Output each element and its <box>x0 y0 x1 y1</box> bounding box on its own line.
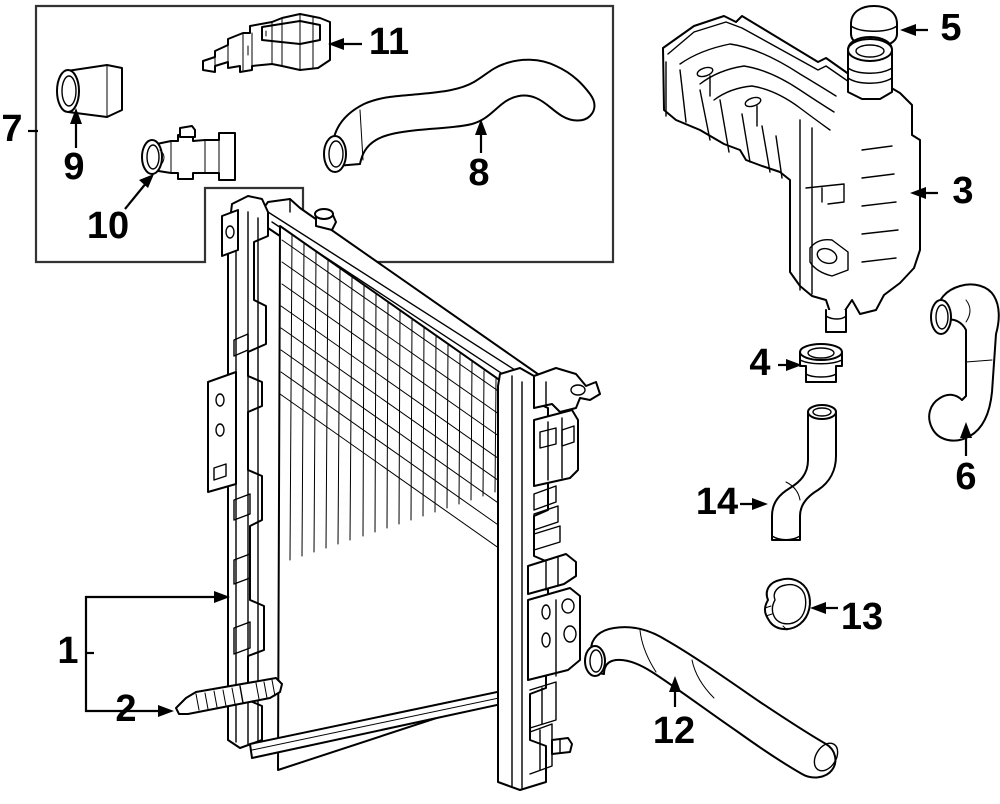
part-11-temperature-sensor <box>202 13 331 73</box>
part-2-drain-plug <box>175 677 283 715</box>
part-6-outlet-hose <box>928 283 1000 442</box>
leader-1 <box>84 591 230 713</box>
callout-label-6: 6 <box>955 456 976 498</box>
radiator-core-grid <box>277 225 529 771</box>
part-10-connector-fitting <box>141 125 236 181</box>
part-14-inlet-hose <box>771 404 837 541</box>
callout-label-8: 8 <box>468 152 489 194</box>
callout-label-9: 9 <box>63 146 84 188</box>
leader-11 <box>328 38 362 50</box>
callout-label-5: 5 <box>940 7 961 49</box>
callout-label-13: 13 <box>841 596 883 638</box>
callout-label-11: 11 <box>369 21 409 63</box>
leader-5 <box>900 24 928 36</box>
callout-label-10: 10 <box>87 205 129 247</box>
callout-label-7: 7 <box>1 108 22 150</box>
leader-4 <box>778 359 802 371</box>
leader-2 <box>146 705 174 717</box>
part-12-lower-radiator-hose <box>584 626 839 779</box>
leader-9 <box>70 108 82 148</box>
leader-13 <box>810 602 838 614</box>
callout-label-1: 1 <box>57 630 78 672</box>
leader-12 <box>669 676 681 707</box>
part-3-coolant-reservoir <box>662 15 921 333</box>
part-4-reservoir-grommet <box>799 343 843 383</box>
callout-label-4: 4 <box>749 342 770 384</box>
leader-6 <box>960 422 972 456</box>
part-8-upper-radiator-hose <box>323 58 596 173</box>
callout-label-14: 14 <box>696 481 738 523</box>
part-1-radiator-assembly <box>207 195 601 791</box>
part-13-gasket-seal <box>763 577 811 631</box>
leader-8 <box>475 119 487 153</box>
leader-10 <box>124 174 154 210</box>
leader-3 <box>910 187 938 199</box>
part-9-hose-sleeve <box>56 64 123 118</box>
leader-14 <box>740 498 768 510</box>
detail-inset-box <box>34 4 615 264</box>
callout-label-3: 3 <box>952 170 973 212</box>
callout-label-12: 12 <box>653 710 695 752</box>
callout-label-2: 2 <box>115 688 136 730</box>
